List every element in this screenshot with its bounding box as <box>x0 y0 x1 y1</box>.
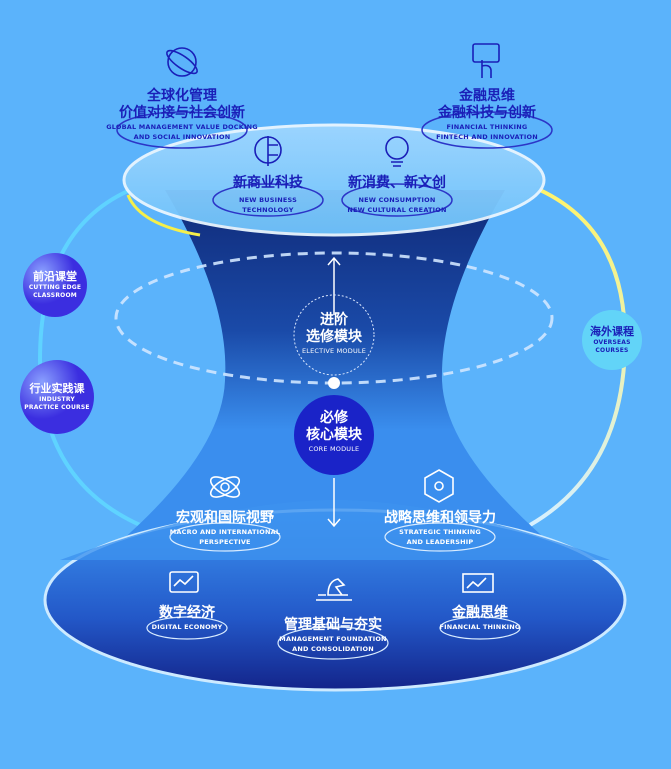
bubble-subtitle: OVERSEAS <box>593 339 631 346</box>
elective-title: 选修模块 <box>305 329 362 345</box>
bubble-subtitle: CUTTING EDGE <box>28 284 82 291</box>
module-subtitle: FINANCIAL THINKING <box>446 123 528 131</box>
core-subtitle: CORE MODULE <box>308 445 360 453</box>
bubble-overseas-courses: 海外课程 OVERSEAS COURSES <box>582 310 642 370</box>
module-subtitle: PERSPECTIVE <box>199 538 251 546</box>
elective-title: 进阶 <box>319 312 348 328</box>
bubble-title: 行业实践课 <box>29 382 85 395</box>
top-ellipse <box>122 123 546 237</box>
module-title: 金融思维 <box>452 605 508 621</box>
module-subtitle: GLOBAL MANAGEMENT VALUE DOCKING <box>106 123 258 131</box>
module-subtitle: NEW CONSUMPTION <box>358 196 436 204</box>
module-title: 战略思维和领导力 <box>384 510 496 526</box>
module-subtitle: MACRO AND INTERNATIONAL <box>169 528 281 536</box>
module-title: 数字经济 <box>159 605 215 621</box>
module-subtitle: AND SOCIAL INNOVATION <box>133 133 231 141</box>
core-title: 必修 <box>320 410 348 426</box>
bubble-subtitle: PRACTICE COURSE <box>24 404 90 411</box>
top-icons <box>166 43 500 167</box>
bubble-subtitle: INDUSTRY <box>39 396 75 403</box>
module-subtitle: AND CONSOLIDATION <box>292 645 374 653</box>
bubble-title: 前沿课堂 <box>33 270 77 283</box>
elective-module-label: 进阶 选修模块 ELECTIVE MODULE <box>302 312 366 356</box>
tunnel <box>60 190 610 590</box>
elective-subtitle: ELECTIVE MODULE <box>301 347 367 355</box>
module-title: 新商业科技 <box>233 175 303 191</box>
module-subtitle: FINTECH AND INNOVATION <box>436 133 538 141</box>
module-new-consumption: 新消费、新文创 NEW CONSUMPTION NEW CULTURAL CRE… <box>347 175 446 215</box>
module-strategic-leadership: 战略思维和领导力 STRATEGIC THINKING AND LEADERSH… <box>384 510 496 547</box>
core-module-label: 必修 核心模块 CORE MODULE <box>306 410 362 454</box>
module-title: 管理基础与夯实 <box>283 617 382 633</box>
module-subtitle: TECHNOLOGY <box>242 206 294 214</box>
bubble-industry-practice: 行业实践课 INDUSTRY PRACTICE COURSE <box>20 360 94 434</box>
module-digital-economy: 数字经济 DIGITAL ECONOMY <box>152 605 223 632</box>
module-title: 金融科技与创新 <box>437 105 536 121</box>
module-macro-international: 宏观和国际视野 MACRO AND INTERNATIONAL PERSPECT… <box>170 510 281 547</box>
module-title: 全球化管理 <box>147 88 217 104</box>
module-subtitle: STRATEGIC THINKING <box>399 528 481 536</box>
module-subtitle: NEW BUSINESS <box>239 196 297 204</box>
module-new-business-technology: 新商业科技 NEW BUSINESS TECHNOLOGY <box>233 175 303 215</box>
module-subtitle: DIGITAL ECONOMY <box>151 623 223 631</box>
core-title: 核心模块 <box>306 427 362 443</box>
module-subtitle: NEW CULTURAL CREATION <box>347 206 447 214</box>
bubble-cutting-edge-classroom: 前沿课堂 CUTTING EDGE CLASSROOM <box>23 253 87 317</box>
module-global-management: 全球化管理 价值对接与社会创新 GLOBAL MANAGEMENT VALUE … <box>106 88 258 142</box>
bubble-subtitle: COURSES <box>595 347 629 354</box>
bubble-title: 海外课程 <box>590 325 634 338</box>
module-management-foundation: 管理基础与夯实 MANAGEMENT FOUNDATION AND CONSOL… <box>279 617 386 654</box>
module-subtitle: FINANCIAL THINKING <box>439 623 521 631</box>
module-subtitle: AND LEADERSHIP <box>406 538 474 546</box>
core-icons <box>169 469 494 601</box>
module-financial-thinking: 金融思维 FINANCIAL THINKING <box>440 605 521 632</box>
module-financial-thinking-fintech: 金融思维 金融科技与创新 FINANCIAL THINKING FINTECH … <box>436 88 538 142</box>
module-title: 新消费、新文创 <box>348 175 446 191</box>
module-title: 金融思维 <box>458 88 515 104</box>
module-title: 宏观和国际视野 <box>176 510 274 526</box>
module-title: 价值对接与社会创新 <box>119 105 245 121</box>
module-subtitle: MANAGEMENT FOUNDATION <box>279 635 387 643</box>
bubble-subtitle: CLASSROOM <box>33 292 77 299</box>
